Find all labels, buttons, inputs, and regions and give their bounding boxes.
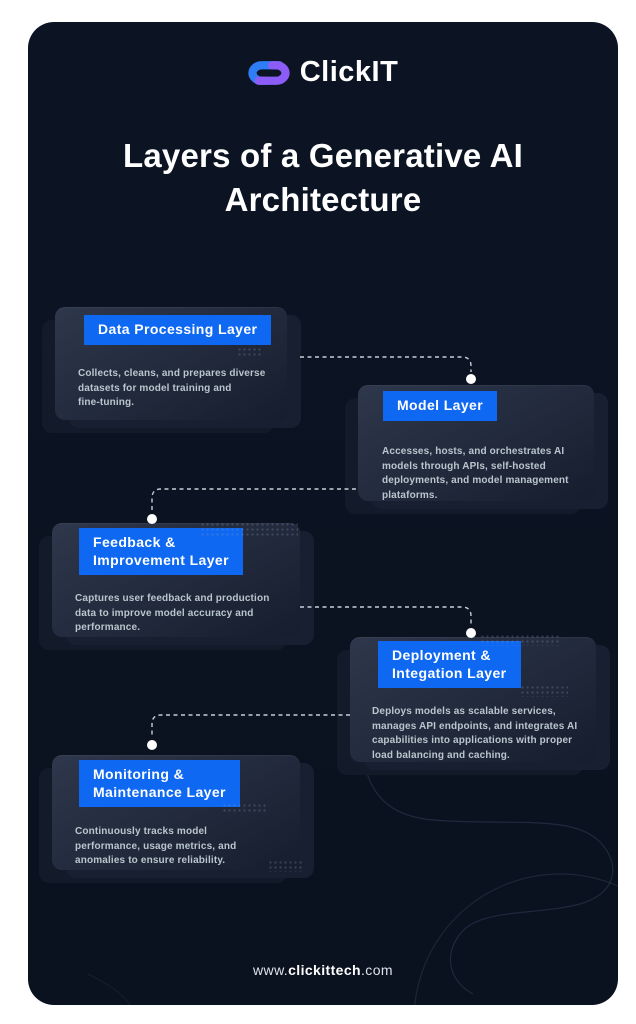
logo-row: ClickIT xyxy=(28,56,618,89)
layer-group-feedback: Feedback & Improvement Layer Captures us… xyxy=(39,523,314,650)
dot-texture xyxy=(237,347,263,357)
layer-group-deployment: Deployment & Integation Layer Deploys mo… xyxy=(337,637,610,775)
layer-description-feedback: Captures user feedback and production da… xyxy=(75,593,270,634)
layer-group-monitoring: Monitoring & Maintenance Layer Continuou… xyxy=(39,755,314,883)
layer-description-monitoring: Continuously tracks model performance, u… xyxy=(75,826,237,867)
card-face-monitoring: Monitoring & Maintenance Layer Continuou… xyxy=(52,755,300,870)
card-face-deployment: Deployment & Integation Layer Deploys mo… xyxy=(350,637,596,762)
layer-description-data-processing: Collects, cleans, and prepares diverse d… xyxy=(78,368,266,409)
layer-group-model: Model Layer Accesses, hosts, and orchest… xyxy=(345,385,608,514)
footer-url: www.clickittech.com xyxy=(28,962,618,978)
dot-texture xyxy=(520,685,568,697)
layer-badge-model: Model Layer xyxy=(370,391,498,428)
layer-description-deployment: Deploys models as scalable services, man… xyxy=(372,706,578,762)
layer-group-data-processing: Data Processing Layer Collects, cleans, … xyxy=(42,307,301,433)
footer-url-domain: clickittech xyxy=(288,962,361,978)
card-face-model: Model Layer Accesses, hosts, and orchest… xyxy=(358,385,594,501)
footer-url-tld: .com xyxy=(361,962,393,978)
layer-description-model: Accesses, hosts, and orchestrates AI mod… xyxy=(382,446,569,502)
dot-texture xyxy=(268,860,302,872)
page-title: Layers of a Generative AI Architecture xyxy=(123,137,523,218)
dot-texture xyxy=(222,803,268,813)
dot-texture xyxy=(200,522,298,536)
footer-url-www: www. xyxy=(253,962,289,978)
card-face-feedback: Feedback & Improvement Layer Captures us… xyxy=(52,523,300,637)
clickit-link-icon xyxy=(248,61,290,85)
dot-texture xyxy=(480,634,560,646)
brand-text: ClickIT xyxy=(299,56,399,88)
connector-lines xyxy=(147,356,476,750)
poster-panel: ClickIT Layers of a Generative AI Archit… xyxy=(28,22,618,1005)
card-face-data-processing: Data Processing Layer Collects, cleans, … xyxy=(55,307,287,420)
decor-curves xyxy=(87,689,618,1005)
